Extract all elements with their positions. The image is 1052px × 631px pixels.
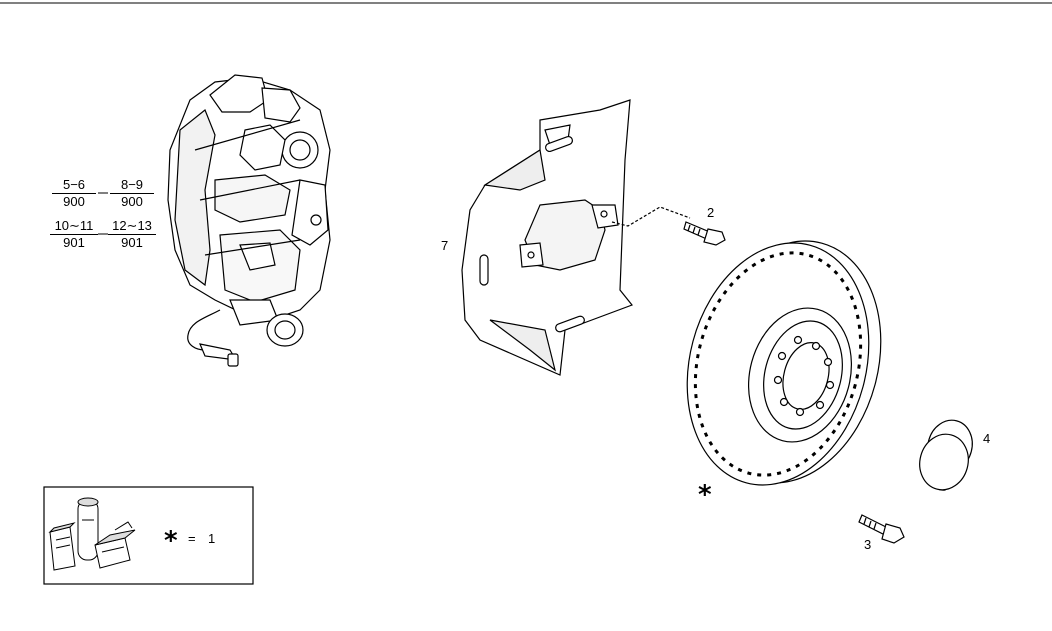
fraction-denominator: 900	[63, 194, 85, 209]
fraction-ref-8-9: 8−9 900	[110, 177, 154, 210]
legend-symbol: *	[164, 526, 178, 556]
callout-part-2: 2	[707, 205, 715, 220]
fraction-ref-12-13: 12∼13 901	[108, 218, 156, 251]
fraction-numerator: 5−6	[52, 177, 96, 194]
legend-equals: =	[188, 531, 196, 546]
fraction-ref-5-6: 5−6 900	[52, 177, 96, 210]
fraction-numerator: 8−9	[110, 177, 154, 194]
bolt-icon	[858, 514, 905, 544]
brake-caliper-icon	[167, 74, 331, 367]
legend-box	[43, 486, 254, 585]
hub-cap-icon	[919, 419, 973, 491]
fraction-numerator: 12∼13	[108, 218, 156, 235]
fraction-denominator: 901	[121, 235, 143, 250]
callout-part-3: 3	[864, 537, 872, 552]
legend-value: 1	[208, 531, 216, 546]
fraction-numerator: 10∼11	[50, 218, 98, 235]
callout-part-4: 4	[983, 431, 991, 446]
fraction-denominator: 900	[121, 194, 143, 209]
splash-shield-icon	[461, 99, 691, 376]
disc-kit-marker: *	[698, 480, 712, 510]
fraction-ref-10-11: 10∼11 901	[50, 218, 98, 251]
fraction-denominator: 901	[63, 235, 85, 250]
callout-part-7: 7	[441, 238, 449, 253]
parts-kit-icon	[48, 497, 136, 571]
brake-disc-icon	[686, 240, 882, 486]
bolt-icon	[683, 221, 726, 246]
